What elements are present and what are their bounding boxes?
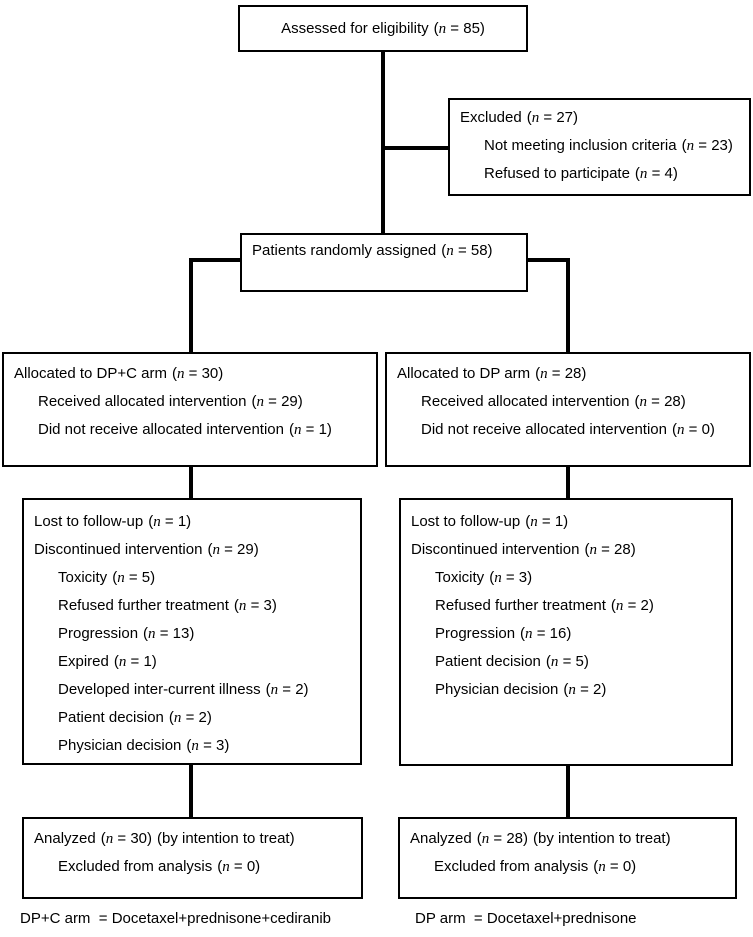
flow-text-line: Analyzed(n = 28)(by intention to treat) <box>410 830 671 847</box>
flow-text-line: Assessed for eligibility(n = 85) <box>281 19 485 37</box>
connector-line <box>383 146 448 150</box>
flow-text-line: Expired(n = 1) <box>58 653 157 670</box>
flow-text-line: Excluded from analysis(n = 0) <box>434 858 637 875</box>
flow-text-line: Physician decision(n = 3) <box>58 737 230 754</box>
flow-text-line: Allocated to DP+C arm(n = 30) <box>14 365 224 382</box>
flow-text-line: Did not receive allocated intervention(n… <box>38 421 332 438</box>
flow-text-line: Refused further treatment(n = 3) <box>58 597 277 614</box>
flow-text-line: Received allocated intervention(n = 28) <box>421 393 686 410</box>
followup-dp-box: Lost to follow-up(n = 1) Discontinued int… <box>399 498 733 766</box>
flow-text-line: Lost to follow-up(n = 1) <box>34 513 192 530</box>
analysis-dp-box: Analyzed(n = 28)(by intention to treat) E… <box>398 817 737 899</box>
flow-text-line: Received allocated intervention(n = 29) <box>38 393 303 410</box>
flow-text-line: Not meeting inclusion criteria(n = 23) <box>484 137 733 154</box>
flow-text-line: Excluded from analysis(n = 0) <box>58 858 261 875</box>
legend-dpc-definition: DP+C arm = Docetaxel+prednisone+cedirani… <box>20 910 332 927</box>
connector-line <box>189 467 193 498</box>
legend-dp-definition: DP arm = Docetaxel+prednisone <box>415 910 637 927</box>
flow-text-line: Toxicity(n = 3) <box>435 569 533 586</box>
flow-text-line: Allocated to DP arm(n = 28) <box>397 365 587 382</box>
flow-text-line: Progression(n = 16) <box>435 625 572 642</box>
connector-line <box>189 258 193 352</box>
flow-text-line: Excluded(n = 27) <box>460 109 578 126</box>
excluded-box: Excluded(n = 27) Not meeting inclusion cr… <box>448 98 751 196</box>
flow-text-line: Patient decision(n = 5) <box>435 653 589 670</box>
analysis-dpc-box: Analyzed(n = 30)(by intention to treat) E… <box>22 817 363 899</box>
flow-text-line: Progression(n = 13) <box>58 625 195 642</box>
flow-text-line: Physician decision(n = 2) <box>435 681 607 698</box>
flow-text-line: Patient decision(n = 2) <box>58 709 212 726</box>
flow-text-line: Patients randomly assigned(n = 58) <box>252 242 493 259</box>
flow-text-line: Developed inter-current illness(n = 2) <box>58 681 309 698</box>
connector-line <box>526 258 570 262</box>
randomized-box: Patients randomly assigned(n = 58) <box>240 233 528 292</box>
connector-line <box>189 765 193 817</box>
flow-text-line: Toxicity(n = 5) <box>58 569 156 586</box>
flow-text-line: Discontinued intervention(n = 28) <box>411 541 636 558</box>
connector-line <box>381 52 385 233</box>
flow-text-line: Analyzed(n = 30)(by intention to treat) <box>34 830 295 847</box>
followup-dpc-box: Lost to follow-up(n = 1) Discontinued int… <box>22 498 362 765</box>
flow-text-line: Refused to participate(n = 4) <box>484 165 678 182</box>
flow-text-line: Did not receive allocated intervention(n… <box>421 421 715 438</box>
flow-text-line: Refused further treatment(n = 2) <box>435 597 654 614</box>
connector-line <box>566 258 570 352</box>
eligibility-box: Assessed for eligibility(n = 85) <box>238 5 528 52</box>
allocation-dp-box: Allocated to DP arm(n = 28) Received allo… <box>385 352 751 467</box>
flow-text-line: Lost to follow-up(n = 1) <box>411 513 569 530</box>
connector-line <box>566 766 570 817</box>
connector-line <box>189 258 242 262</box>
connector-line <box>566 467 570 498</box>
flow-text-line: Discontinued intervention(n = 29) <box>34 541 259 558</box>
allocation-dpc-box: Allocated to DP+C arm(n = 30) Received al… <box>2 352 378 467</box>
